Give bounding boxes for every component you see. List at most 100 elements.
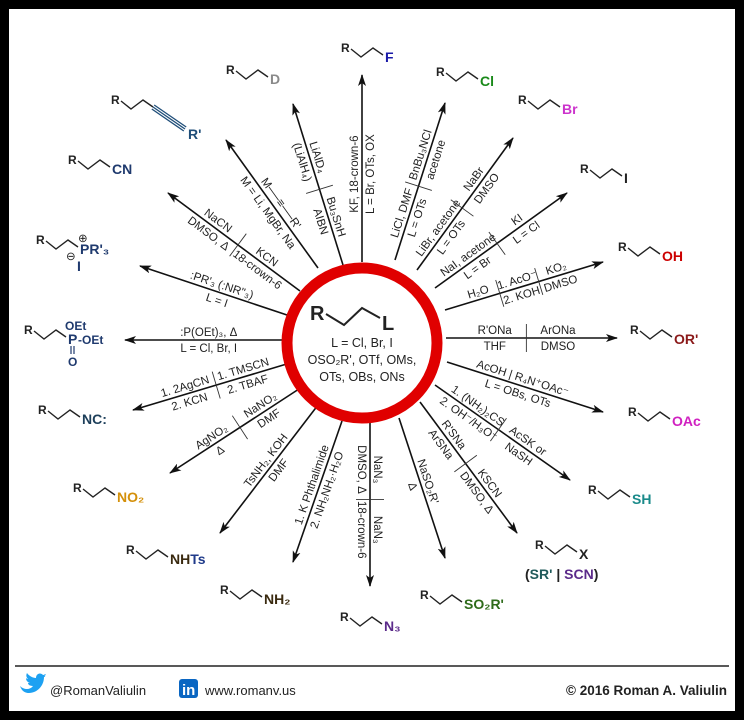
condition-divider [405, 181, 432, 191]
x-option: SCN [564, 566, 594, 582]
ethoxy-right: -OEt [78, 333, 103, 347]
carbon-chain [589, 168, 623, 179]
center-substrate: R L L = Cl, Br, I OSO₂R', OTf, OMs, OTs,… [281, 262, 443, 424]
condition-above: NaN₃ [371, 456, 383, 484]
condition-column: KIL = Cl [509, 212, 542, 247]
group-segment: R' [188, 126, 201, 142]
leaving-group-line-2: OSO₂R', OTf, OMs, [308, 353, 417, 367]
product-r: R [518, 93, 527, 107]
functional-group: SO₂R' [464, 596, 504, 612]
x-option: SR' [530, 566, 553, 582]
product-phosphonium: RPR'₃⊕⊖I [36, 233, 109, 274]
product-r: R [420, 588, 429, 602]
condition-above: :P(OEt)₃, Δ [180, 327, 237, 339]
group-segment: NH₂ [264, 591, 290, 607]
condition-below: DMSO, Δ [355, 445, 367, 494]
arrow-line [219, 404, 319, 534]
condition-divider [229, 233, 247, 257]
group-segment: D [270, 71, 280, 87]
product-alkyne: RR' [111, 93, 201, 142]
condition-column: :PR'₃ (:NR''₃)L = I [189, 270, 255, 310]
product-r: R [126, 543, 135, 557]
linkedin-icon[interactable]: in [179, 679, 198, 699]
functional-group: NHTs [170, 551, 206, 567]
twitter-icon[interactable] [20, 673, 46, 693]
carbon-chain [445, 71, 479, 82]
negative-charge: ⊖ [66, 251, 76, 263]
arrow-line [398, 417, 446, 559]
product-nitrile: RCN [68, 153, 132, 177]
carbon-chain [544, 544, 578, 555]
arrow-line [419, 401, 518, 534]
product-r: R [340, 610, 349, 624]
carbon-chain [235, 69, 269, 80]
carbon-chain [637, 411, 671, 422]
leaving-group-line-3: OTs, OBs, ONs [319, 370, 404, 384]
functional-group: NC: [82, 411, 107, 427]
functional-group: P [68, 331, 77, 347]
triple-bond [153, 104, 187, 128]
arrow-line [394, 102, 446, 261]
group-segment: CN [112, 161, 132, 177]
carbon-chain [135, 549, 169, 560]
group-segment: NO₂ [117, 489, 144, 505]
product-r: R [436, 65, 445, 79]
counterion: I [77, 258, 81, 274]
functional-group: NH₂ [264, 591, 290, 607]
condition-divider [534, 267, 544, 296]
functional-group: CN [112, 161, 132, 177]
condition-above: ArONa [540, 325, 576, 337]
carbon-chain [45, 239, 79, 250]
condition-column: LiAlD₄(LiAlH₄) [290, 140, 328, 183]
product-deuteride: RD [226, 63, 280, 87]
arrow-line [434, 384, 571, 481]
arrow-line [434, 192, 568, 289]
carbon-chain [527, 99, 561, 110]
condition-below: THF [484, 341, 506, 353]
arrow-line [446, 361, 604, 413]
carbon-chain [639, 329, 673, 340]
arrow-line [444, 261, 604, 311]
arrow-line [416, 137, 514, 271]
group-segment: F [385, 49, 394, 65]
group-segment: PR'₃ [80, 241, 109, 257]
linkedin-badge-text: in [182, 682, 195, 699]
carbon-chain [77, 159, 111, 170]
group-segment: NH [170, 551, 190, 567]
twitter-handle-link[interactable]: @RomanValiulin [50, 683, 146, 698]
product-r: R [535, 538, 544, 552]
group-segment: I [624, 170, 628, 186]
triple-bond [151, 108, 185, 132]
x-definition: (SR' | SCN) [525, 566, 598, 582]
condition-above: H₂O [466, 284, 490, 302]
condition-column: M──≡──R'M = Li, MgBr, Na [237, 175, 302, 252]
website-link[interactable]: www.romanv.us [204, 683, 296, 698]
functional-group: X [579, 546, 589, 562]
group-segment: X [579, 546, 589, 562]
footer: @RomanValiulin in www.romanv.us © 2016 R… [15, 665, 729, 699]
arrow-line [225, 139, 319, 269]
substrate-r: R [310, 303, 325, 325]
carbon-chain [349, 616, 383, 627]
ethoxy-top: OEt [65, 319, 86, 333]
product-r: R [630, 323, 639, 337]
reaction-arrow-phosphonate: :P(OEt)₃, ΔL = Cl, Br, I [124, 327, 283, 355]
product-r: R [628, 405, 637, 419]
condition-column: 1. AcO⁻2. KOH [496, 269, 542, 307]
x-option: ) [594, 566, 599, 582]
product-azide: RN₃ [340, 610, 401, 634]
